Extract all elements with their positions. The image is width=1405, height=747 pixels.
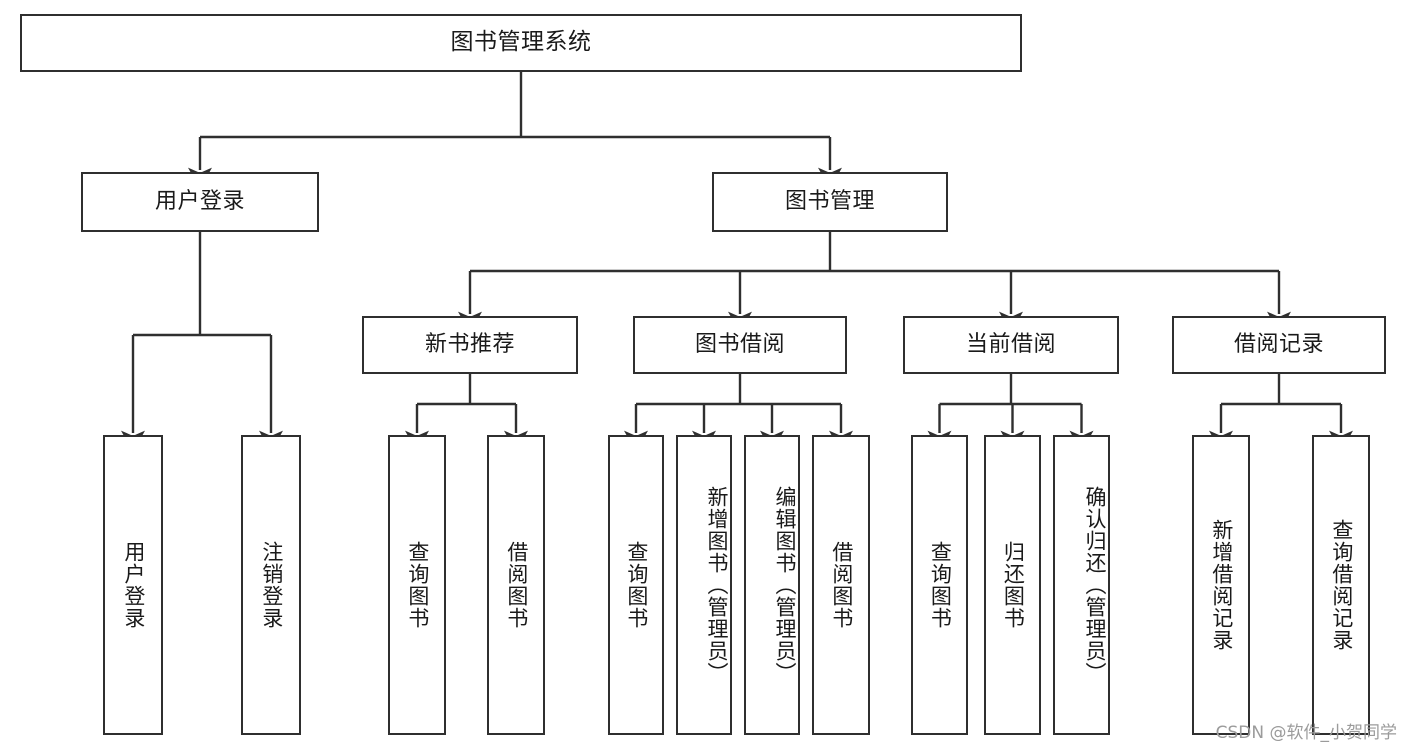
node-label: 编辑图书（管理员） [773,486,797,684]
node-label: 新增图书（管理员） [705,486,729,684]
node-label: 用户登录 [154,188,245,214]
node-b-edit[interactable]: 编辑图书（管理员） [744,435,800,735]
node-label: 借阅图书 [504,541,529,629]
node-records[interactable]: 借阅记录 [1172,316,1386,374]
node-label: 用户登录 [121,541,146,629]
node-label: 借阅记录 [1233,331,1324,357]
node-n-borrow[interactable]: 借阅图书 [487,435,545,735]
node-label: 图书借阅 [694,331,785,357]
node-label: 借阅图书 [829,541,854,629]
node-root[interactable]: 图书管理系统 [20,14,1022,72]
node-n-query[interactable]: 查询图书 [388,435,446,735]
node-borrow[interactable]: 图书借阅 [633,316,847,374]
node-login[interactable]: 用户登录 [81,172,319,232]
node-c-confirm[interactable]: 确认归还（管理员） [1053,435,1110,735]
node-label: 图书管理 [784,188,875,214]
node-label: 查询图书 [624,541,649,629]
node-label: 查询图书 [405,541,430,629]
node-newbook[interactable]: 新书推荐 [362,316,578,374]
node-b-query[interactable]: 查询图书 [608,435,664,735]
node-r-query[interactable]: 查询借阅记录 [1312,435,1370,735]
watermark-label: CSDN @软件_小贺同学 [1215,723,1397,743]
node-label: 新书推荐 [424,331,515,357]
node-label: 查询借阅记录 [1329,519,1354,651]
node-label: 图书管理系统 [450,29,592,56]
node-label: 归还图书 [1001,541,1026,629]
node-label: 新增借阅记录 [1209,519,1234,651]
node-label: 查询图书 [928,541,953,629]
node-label: 确认归还（管理员） [1083,486,1107,684]
node-b-lend[interactable]: 借阅图书 [812,435,870,735]
node-r-add[interactable]: 新增借阅记录 [1192,435,1250,735]
node-label: 当前借阅 [965,331,1056,357]
node-b-add[interactable]: 新增图书（管理员） [676,435,732,735]
node-l-logout[interactable]: 注销登录 [241,435,301,735]
node-current[interactable]: 当前借阅 [903,316,1119,374]
node-label: 注销登录 [259,541,284,629]
node-c-return[interactable]: 归还图书 [984,435,1041,735]
node-bookmgmt[interactable]: 图书管理 [712,172,948,232]
node-l-login[interactable]: 用户登录 [103,435,163,735]
node-c-query[interactable]: 查询图书 [911,435,968,735]
